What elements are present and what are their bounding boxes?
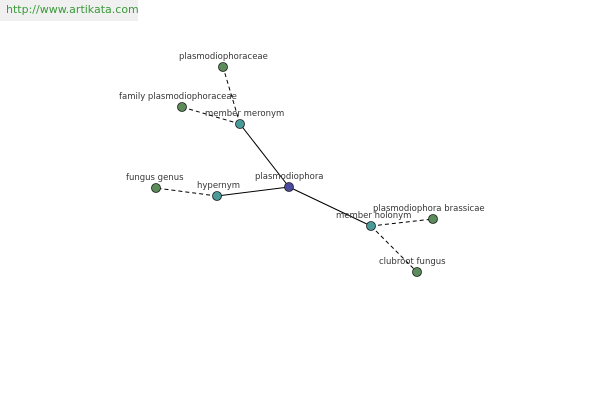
edge-plasmodiophora-to-hypernym	[216, 186, 290, 197]
labels-layer: plasmodiophora member meronym hypernym memb…	[119, 52, 485, 267]
node-label-member-holonym[interactable]: member holonym	[336, 211, 411, 221]
edge-member-meronym-to-family-plasmodiophoraceae	[181, 106, 241, 125]
node-label-hypernym[interactable]: hypernym	[197, 181, 240, 191]
node-label-plasmodiophoraceae[interactable]: plasmodiophoraceae	[179, 52, 268, 62]
node-label-plasmodiophora-brassicae[interactable]: plasmodiophora brassicae	[373, 204, 485, 214]
edges-layer	[155, 66, 434, 273]
node-label-member-meronym[interactable]: member meronym	[205, 109, 284, 119]
node-label-plasmodiophora[interactable]: plasmodiophora	[255, 172, 324, 182]
edge-hypernym-to-fungus-genus	[155, 187, 218, 197]
node-label-clubroot-fungus[interactable]: clubroot fungus	[379, 257, 446, 267]
node-hypernym[interactable]	[212, 191, 222, 201]
node-member-holonym[interactable]	[366, 221, 376, 231]
watermark-url[interactable]: http://www.artikata.com	[0, 0, 139, 21]
node-plasmodiophora[interactable]	[284, 182, 294, 192]
node-clubroot-fungus[interactable]	[412, 267, 422, 277]
edge-member-meronym-to-plasmodiophoraceae	[222, 66, 241, 125]
node-member-meronym[interactable]	[235, 119, 245, 129]
edge-member-holonym-to-plasmodiophora-brassicae	[370, 218, 434, 227]
node-plasmodiophora-brassicae[interactable]	[428, 214, 438, 224]
node-plasmodiophoraceae[interactable]	[218, 62, 228, 72]
node-label-family-plasmodiophoraceae[interactable]: family plasmodiophoraceae	[119, 92, 237, 102]
node-label-fungus-genus[interactable]: fungus genus	[126, 173, 184, 183]
edge-plasmodiophora-to-member-meronym	[239, 123, 290, 188]
nodes-layer	[151, 62, 438, 277]
edge-plasmodiophora-to-member-holonym	[288, 186, 372, 227]
edge-member-holonym-to-clubroot-fungus	[370, 225, 418, 273]
node-family-plasmodiophoraceae[interactable]	[177, 102, 187, 112]
node-fungus-genus[interactable]	[151, 183, 161, 193]
